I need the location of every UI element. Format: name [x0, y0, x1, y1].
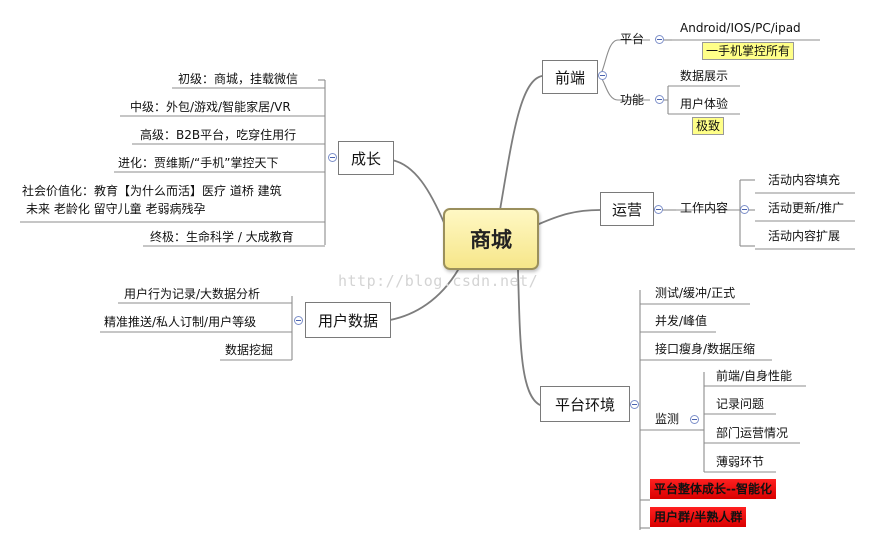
growth-ultimate[interactable]: 终极：生命科学 / 大成教育	[150, 230, 294, 244]
env-test-stages[interactable]: 测试/缓冲/正式	[655, 286, 736, 300]
collapse-platform-icon[interactable]	[655, 35, 664, 44]
collapse-monitor-icon[interactable]	[690, 415, 699, 424]
frontend-features-label[interactable]: 功能	[620, 93, 645, 107]
work-update[interactable]: 活动更新/推广	[768, 201, 845, 215]
collapse-operations-icon[interactable]	[654, 205, 663, 214]
monitor-frontend-perf[interactable]: 前端/自身性能	[716, 369, 793, 383]
operations-work-label[interactable]: 工作内容	[680, 201, 729, 215]
frontend-platform-label[interactable]: 平台	[620, 32, 645, 46]
branch-growth[interactable]: 成长	[338, 141, 394, 175]
growth-advanced[interactable]: 高级：B2B平台，吃穿住用行	[140, 128, 297, 142]
work-extend[interactable]: 活动内容扩展	[768, 229, 841, 243]
feature-data-display[interactable]: 数据展示	[680, 69, 729, 83]
collapse-growth-icon[interactable]	[328, 153, 337, 162]
monitor-dept-ops[interactable]: 部门运营情况	[716, 426, 789, 440]
monitor-weak-links[interactable]: 薄弱环节	[716, 455, 765, 469]
feature-user-experience[interactable]: 用户体验	[680, 97, 729, 111]
collapse-frontend-icon[interactable]	[598, 71, 607, 80]
collapse-platform-env-icon[interactable]	[630, 400, 639, 409]
note-one-phone: 一手机掌控所有	[702, 42, 795, 60]
branch-frontend[interactable]: 前端	[542, 60, 598, 94]
env-concurrency[interactable]: 并发/峰值	[655, 314, 708, 328]
note-ultimate: 极致	[692, 117, 725, 135]
branch-operations[interactable]: 运营	[600, 192, 654, 226]
monitor-record-issues[interactable]: 记录问题	[716, 397, 765, 411]
watermark: http://blog.csdn.net/	[338, 272, 539, 290]
highlight-user-group[interactable]: 用户群/半熟人群	[650, 507, 747, 527]
growth-evolution[interactable]: 进化：贾维斯/“手机”掌控天下	[118, 156, 279, 170]
env-monitor-label[interactable]: 监测	[655, 412, 680, 426]
growth-social-value-line1[interactable]: 社会价值化：教育【为什么而活】医疗 道桥 建筑	[22, 184, 282, 198]
growth-social-value-line2[interactable]: 未来 老龄化 留守儿童 老弱病残孕	[26, 202, 206, 216]
growth-intermediate[interactable]: 中级：外包/游戏/智能家居/VR	[130, 100, 291, 114]
branch-user-data[interactable]: 用户数据	[305, 302, 391, 338]
collapse-features-icon[interactable]	[655, 95, 664, 104]
userdata-mining[interactable]: 数据挖掘	[225, 343, 274, 357]
branch-platform-env[interactable]: 平台环境	[540, 386, 630, 422]
growth-primary[interactable]: 初级：商城，挂载微信	[178, 72, 299, 86]
userdata-precise-push[interactable]: 精准推送/私人订制/用户等级	[104, 315, 257, 329]
collapse-work-icon[interactable]	[740, 205, 749, 214]
collapse-user-data-icon[interactable]	[294, 316, 303, 325]
env-interface-slim[interactable]: 接口瘦身/数据压缩	[655, 342, 756, 356]
userdata-behavior[interactable]: 用户行为记录/大数据分析	[124, 287, 261, 301]
work-fill[interactable]: 活动内容填充	[768, 173, 841, 187]
central-topic[interactable]: 商城	[443, 208, 539, 270]
platform-devices[interactable]: Android/IOS/PC/ipad	[680, 21, 801, 35]
highlight-intelligent-growth[interactable]: 平台整体成长--智能化	[650, 479, 776, 499]
